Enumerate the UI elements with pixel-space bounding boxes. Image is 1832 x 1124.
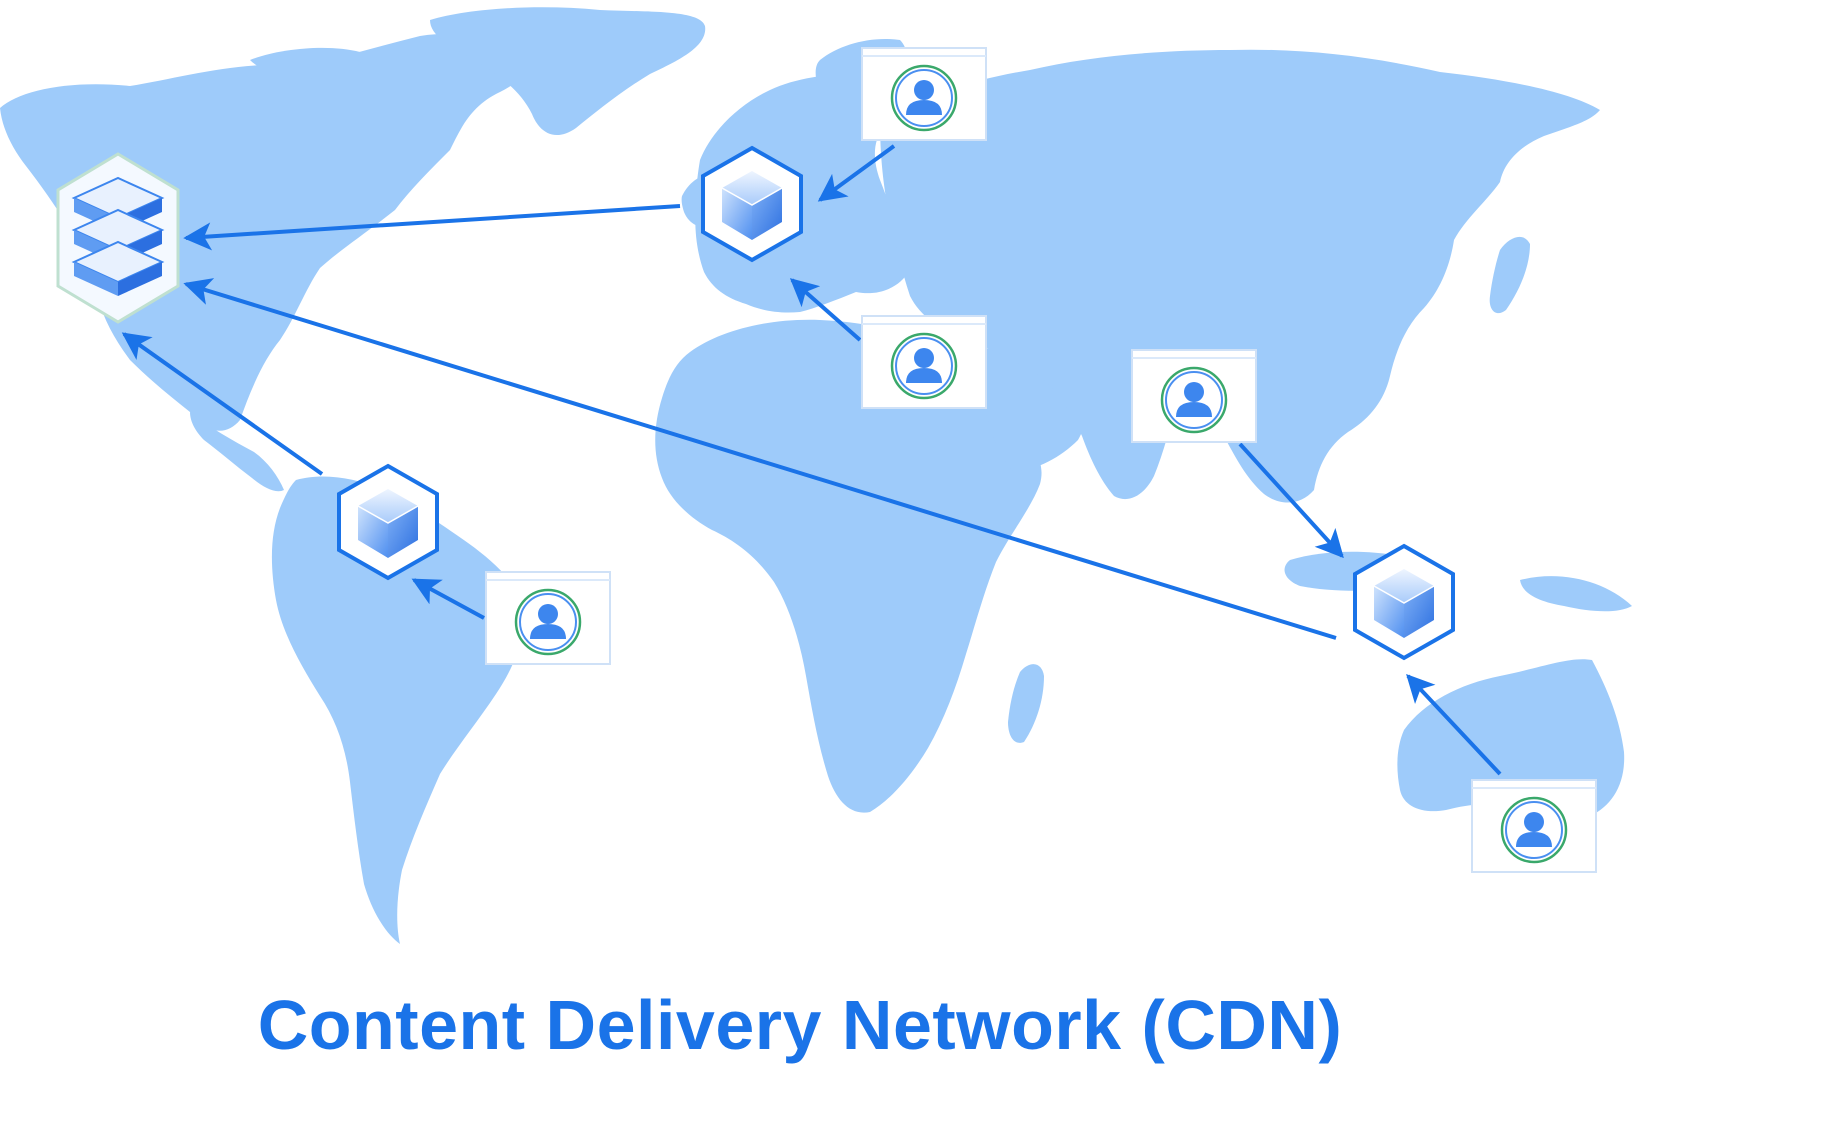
server-stack-icon: [71, 176, 165, 296]
user-icon: [1470, 778, 1598, 874]
link-edge-south-america-to-origin: [121, 332, 324, 476]
continent-japan: [1489, 236, 1530, 314]
link-edge-southeast-asia-to-origin: [183, 278, 1337, 640]
link-user-middle-east-to-edge-europe: [789, 278, 862, 342]
continent-africa: [655, 319, 1042, 813]
continent-madagascar: [1008, 664, 1044, 743]
user-north-europe: [860, 46, 988, 142]
user-australia: [1470, 778, 1598, 874]
user-icon: [860, 314, 988, 410]
continent-central-america: [190, 412, 284, 492]
link-user-australia-to-edge-southeast-asia: [1406, 673, 1502, 776]
world-map: [0, 7, 1632, 944]
user-middle-east: [860, 314, 988, 410]
user-icon: [860, 46, 988, 142]
link-user-india-to-edge-southeast-asia: [1238, 442, 1344, 559]
link-user-south-america-to-edge-south-america: [411, 578, 485, 620]
user-icon: [484, 570, 612, 666]
user-india: [1130, 348, 1258, 444]
continent-asia: [880, 49, 1600, 503]
continent-arctic-islands: [250, 47, 363, 79]
continent-south-america: [271, 476, 524, 944]
user-icon: [1130, 348, 1258, 444]
continent-greenland: [430, 7, 706, 136]
diagram-caption: Content Delivery Network (CDN): [257, 986, 1343, 1064]
origin-server-node: [56, 152, 180, 324]
link-user-north-europe-to-edge-europe: [817, 144, 896, 202]
connections: [121, 144, 1502, 776]
user-south-america: [484, 570, 612, 666]
link-edge-europe-to-origin: [183, 204, 681, 251]
continent-new-guinea: [1520, 576, 1632, 612]
